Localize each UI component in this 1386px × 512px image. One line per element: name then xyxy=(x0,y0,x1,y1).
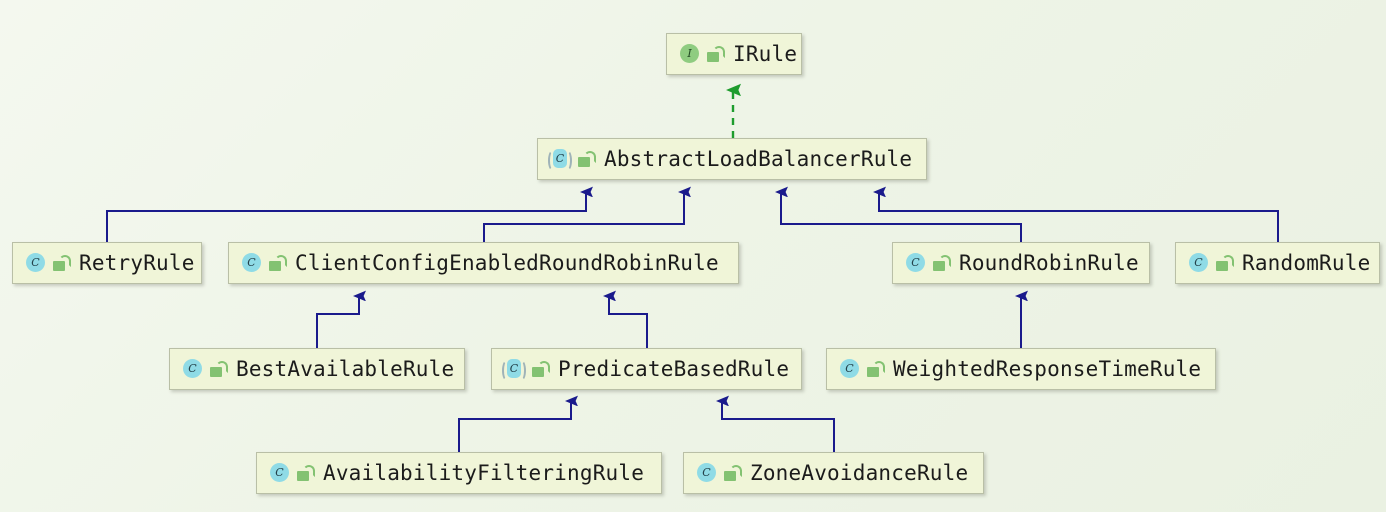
class-node-availabilityfilteringrule[interactable]: C AvailabilityFilteringRule xyxy=(256,452,662,494)
padlock-shackle xyxy=(584,151,596,163)
class-node-label: ZoneAvoidanceRule xyxy=(750,460,969,485)
class-node-label: RoundRobinRule xyxy=(959,250,1139,275)
abstract-marker-right xyxy=(563,150,572,171)
abstract-class-icon: C xyxy=(548,147,572,171)
class-node-clientconfigenabledroundrobinrule[interactable]: C ClientConfigEnabledRoundRobinRule xyxy=(228,242,739,284)
unlocked-padlock-icon xyxy=(52,254,71,272)
class-node-irule[interactable]: I IRule xyxy=(666,33,802,75)
class-node-label: PredicateBasedRule xyxy=(558,356,790,381)
class-icon: C xyxy=(694,461,718,485)
type-glyph: C xyxy=(553,149,567,168)
edge-inheritance xyxy=(458,401,571,452)
type-glyph: C xyxy=(840,359,859,378)
edge-inheritance xyxy=(609,296,648,348)
class-node-predicatebasedrule[interactable]: C PredicateBasedRule xyxy=(491,348,802,390)
abstract-marker-left xyxy=(502,360,511,381)
unlocked-padlock-icon xyxy=(296,464,315,482)
class-icon: C xyxy=(267,461,291,485)
type-glyph: C xyxy=(183,359,202,378)
unlocked-padlock-icon xyxy=(706,45,725,63)
edge-inheritance xyxy=(879,192,1279,242)
class-node-label: ClientConfigEnabledRoundRobinRule xyxy=(295,250,719,275)
class-node-label: RandomRule xyxy=(1242,250,1371,275)
padlock-shackle xyxy=(59,255,71,267)
class-icon: C xyxy=(23,251,47,275)
padlock-shackle xyxy=(1222,255,1234,267)
abstract-class-icon: C xyxy=(502,357,526,381)
type-glyph: C xyxy=(906,253,925,272)
padlock-shackle xyxy=(939,255,951,267)
padlock-shackle xyxy=(713,46,725,58)
padlock-shackle xyxy=(538,361,550,373)
class-icon: C xyxy=(903,251,927,275)
class-node-randomrule[interactable]: C RandomRule xyxy=(1175,242,1380,284)
type-glyph: I xyxy=(680,44,699,63)
abstract-marker-left xyxy=(548,150,557,171)
unlocked-padlock-icon xyxy=(268,254,287,272)
class-node-label: IRule xyxy=(733,41,798,66)
padlock-shackle xyxy=(275,255,287,267)
padlock-shackle xyxy=(873,361,885,373)
type-glyph: C xyxy=(697,463,716,482)
unlocked-padlock-icon xyxy=(932,254,951,272)
class-node-label: AvailabilityFilteringRule xyxy=(323,460,645,485)
class-icon: C xyxy=(180,357,204,381)
padlock-shackle xyxy=(730,465,742,477)
edge-inheritance xyxy=(781,192,1022,242)
type-glyph: C xyxy=(270,463,289,482)
class-node-label: WeightedResponseTimeRule xyxy=(893,356,1202,381)
edge-inheritance xyxy=(483,192,684,242)
unlocked-padlock-icon xyxy=(723,464,742,482)
class-icon: C xyxy=(239,251,263,275)
type-glyph: C xyxy=(507,359,521,378)
class-node-label: AbstractLoadBalancerRule xyxy=(604,146,913,171)
padlock-shackle xyxy=(216,361,228,373)
type-glyph: C xyxy=(242,253,261,272)
class-node-retryrule[interactable]: C RetryRule xyxy=(12,242,202,284)
type-glyph: C xyxy=(26,253,45,272)
unlocked-padlock-icon xyxy=(209,360,228,378)
edge-inheritance xyxy=(722,401,835,452)
class-node-label: BestAvailableRule xyxy=(236,356,455,381)
type-glyph: C xyxy=(1189,253,1208,272)
unlocked-padlock-icon xyxy=(577,150,596,168)
class-node-label: RetryRule xyxy=(79,250,195,275)
class-node-bestavailablerule[interactable]: C BestAvailableRule xyxy=(169,348,465,390)
unlocked-padlock-icon xyxy=(1215,254,1234,272)
interface-icon: I xyxy=(677,42,701,66)
class-icon: C xyxy=(1186,251,1210,275)
class-node-weightedresponsetimerule[interactable]: C WeightedResponseTimeRule xyxy=(826,348,1216,390)
class-node-roundrobinrule[interactable]: C RoundRobinRule xyxy=(892,242,1150,284)
unlocked-padlock-icon xyxy=(531,360,550,378)
class-node-abstractloadbalancerrule[interactable]: C AbstractLoadBalancerRule xyxy=(537,138,927,180)
edge-inheritance xyxy=(316,296,359,348)
padlock-shackle xyxy=(303,465,315,477)
unlocked-padlock-icon xyxy=(866,360,885,378)
edge-inheritance xyxy=(106,192,586,242)
abstract-marker-right xyxy=(517,360,526,381)
class-node-zoneavoidancerule[interactable]: C ZoneAvoidanceRule xyxy=(683,452,984,494)
class-icon: C xyxy=(837,357,861,381)
